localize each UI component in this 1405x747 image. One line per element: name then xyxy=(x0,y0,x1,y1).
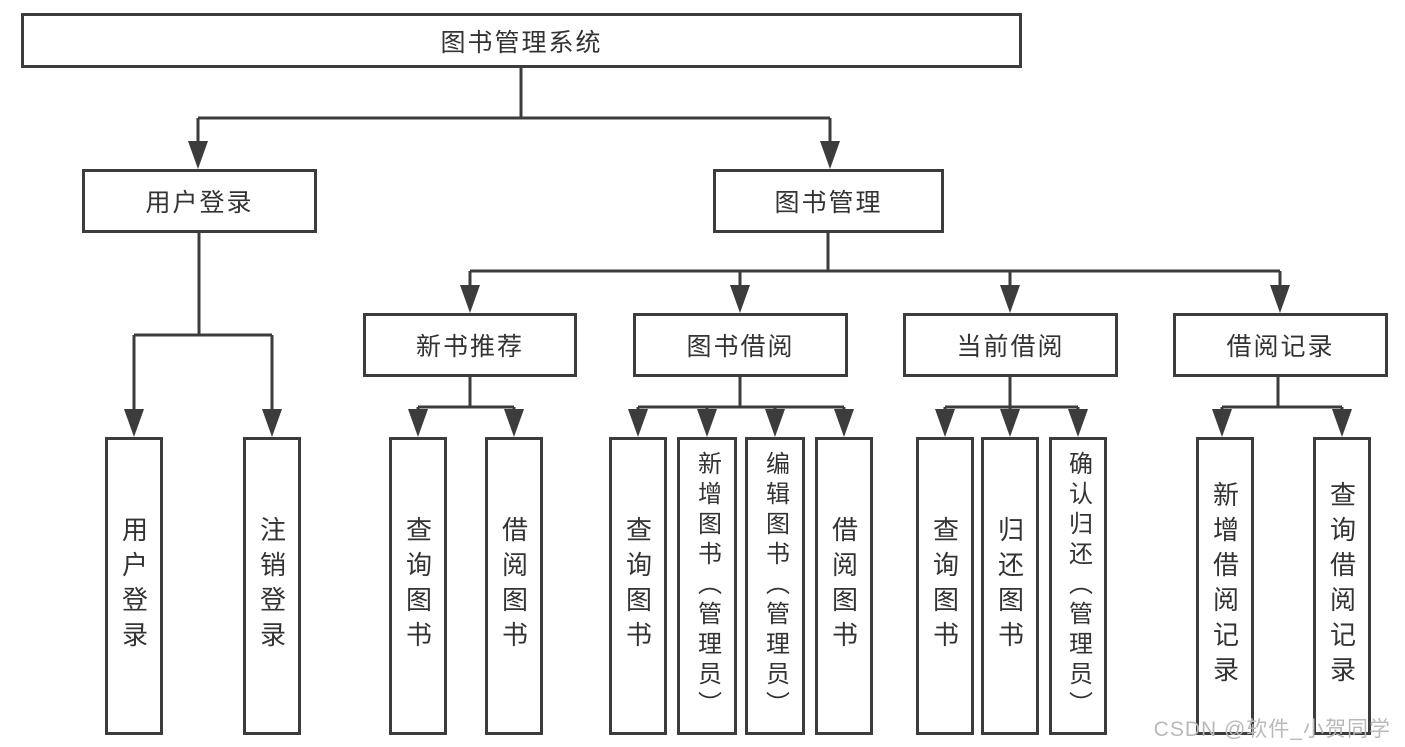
leaf-borrow-books: 借阅图书 xyxy=(485,437,543,735)
leaf-query-books: 查询图书 xyxy=(389,437,447,735)
arrow-down-icon xyxy=(408,409,428,437)
edge-line xyxy=(196,68,832,160)
edge-current-borrow-children xyxy=(935,377,1088,437)
edge-borrow-records-children xyxy=(1212,377,1352,437)
arrow-down-icon xyxy=(628,409,648,437)
arrow-down-icon xyxy=(1212,409,1232,437)
arrow-down-icon xyxy=(1332,409,1352,437)
arrow-down-icon xyxy=(1000,285,1020,313)
edge-user-login-children xyxy=(124,233,282,437)
edge-line xyxy=(636,377,846,428)
leaf-add-book-admin: 新增图书（管理员） xyxy=(677,437,737,735)
edge-root-to-level2 xyxy=(188,68,840,169)
arrow-down-icon xyxy=(262,409,282,437)
arrow-down-icon xyxy=(188,141,208,169)
leaf-confirm-return-admin: 确认归还（管理员） xyxy=(1049,437,1107,735)
node-library-management-system: 图书管理系统 xyxy=(21,13,1022,68)
node-current-borrowing: 当前借阅 xyxy=(903,313,1118,377)
edge-book-borrow-children xyxy=(628,377,854,437)
arrow-down-icon xyxy=(834,409,854,437)
arrow-down-icon xyxy=(460,285,480,313)
leaf-edit-book-admin: 编辑图书（管理员） xyxy=(745,437,805,735)
leaf-borrow-books: 借阅图书 xyxy=(815,437,873,735)
leaf-user-login: 用户登录 xyxy=(105,437,163,735)
leaf-query-borrow-record: 查询借阅记录 xyxy=(1313,437,1371,735)
leaf-return-books: 归还图书 xyxy=(981,437,1039,735)
leaf-add-borrow-record: 新增借阅记录 xyxy=(1196,437,1254,735)
arrow-down-icon xyxy=(765,409,785,437)
arrow-down-icon xyxy=(730,285,750,313)
edge-line xyxy=(468,233,1282,305)
arrow-down-icon xyxy=(697,409,717,437)
arrow-down-icon xyxy=(504,409,524,437)
edge-line xyxy=(132,233,274,428)
arrow-down-icon xyxy=(124,409,144,437)
edge-line xyxy=(416,377,516,428)
leaf-query-books: 查询图书 xyxy=(609,437,667,735)
node-book-management: 图书管理 xyxy=(713,169,944,233)
leaf-query-books: 查询图书 xyxy=(916,437,974,735)
leaf-logout: 注销登录 xyxy=(243,437,301,735)
arrow-down-icon xyxy=(1270,285,1290,313)
node-user-login: 用户登录 xyxy=(82,169,317,233)
arrow-down-icon xyxy=(820,141,840,169)
edge-book-management-children xyxy=(460,233,1290,313)
arrow-down-icon xyxy=(1068,409,1088,437)
arrow-down-icon xyxy=(935,409,955,437)
edge-line xyxy=(1220,377,1344,428)
node-new-book-recommendation: 新书推荐 xyxy=(363,313,577,377)
arrow-down-icon xyxy=(1000,409,1020,437)
edge-new-books-children xyxy=(408,377,524,437)
node-borrowing-records: 借阅记录 xyxy=(1173,313,1388,377)
csdn-watermark: CSDN @软件_小贺同学 xyxy=(1153,718,1391,741)
node-book-borrowing: 图书借阅 xyxy=(633,313,848,377)
